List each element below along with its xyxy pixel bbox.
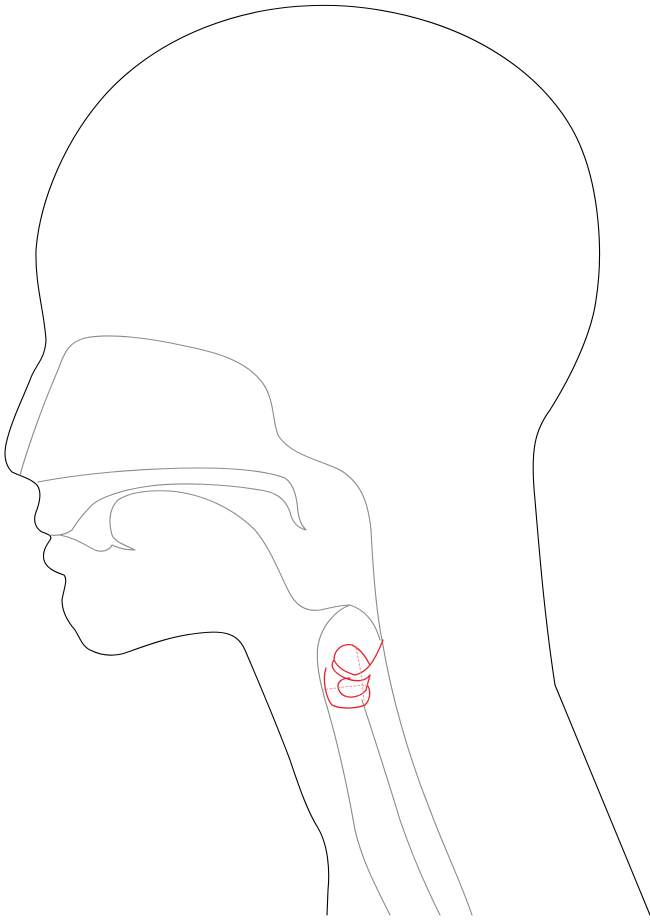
larynx-highlight	[322, 640, 383, 708]
neck-back-outline	[555, 685, 650, 915]
head-outline	[5, 5, 600, 915]
palate-outline	[38, 468, 306, 535]
vocal-fold-hidden-outline	[322, 685, 368, 690]
nasal-cavity-outline	[20, 336, 472, 915]
